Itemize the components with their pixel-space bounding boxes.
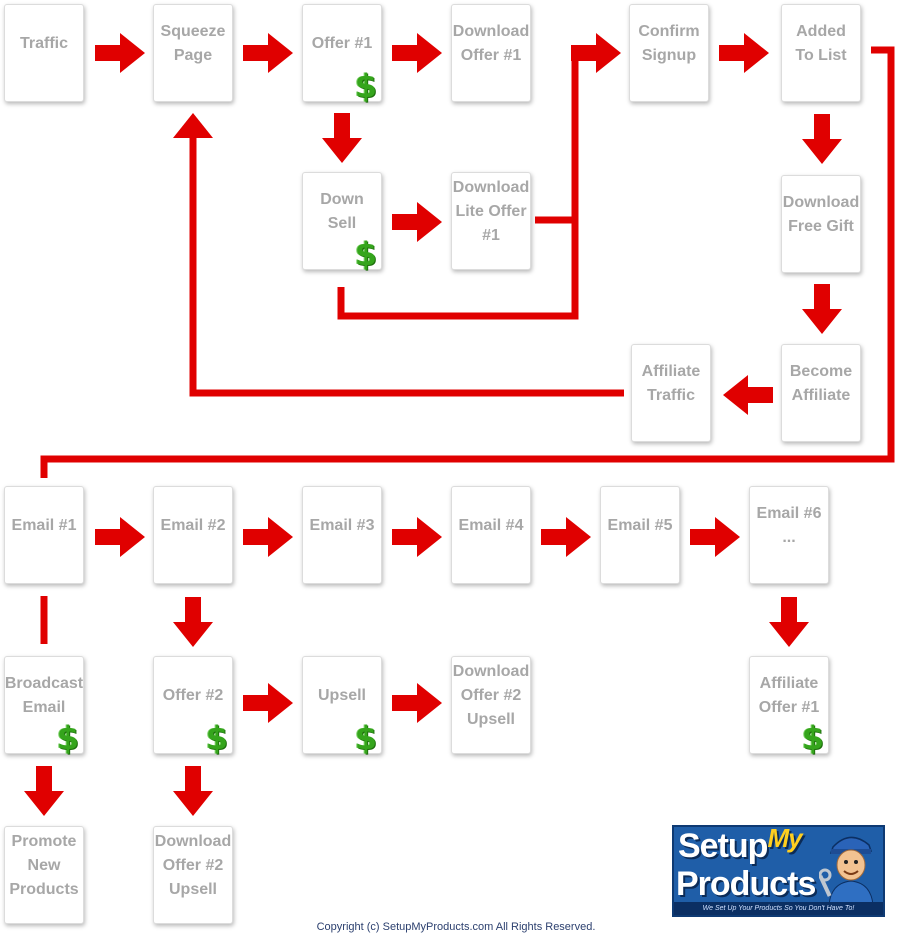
arrow-added-to-gift	[802, 114, 842, 164]
step-box-email-1: Email #1	[4, 486, 84, 584]
logo-text-line1: SetupMy	[678, 825, 803, 865]
step-box-download-offer-2-upsell-a: Download Offer #2 Upsell	[451, 656, 531, 754]
step-box-download-offer-2-upsell-b: Download Offer #2 Upsell	[153, 826, 233, 924]
step-label: Email #5	[607, 517, 673, 534]
arrow-broadcast-to-promote	[24, 766, 64, 816]
arrow-confirm-to-added	[719, 33, 769, 73]
arrow-email-1-to-2	[95, 517, 145, 557]
step-box-download-lite-offer-1: Download Lite Offer #1	[451, 172, 531, 270]
step-label: Email #4	[458, 517, 524, 534]
dollar-sign-icon: $	[354, 235, 377, 273]
copyright-footer: Copyright (c) SetupMyProducts.com All Ri…	[316, 921, 596, 933]
step-label: Affiliate Offer #1	[758, 675, 820, 716]
step-label: Affiliate Traffic	[641, 363, 701, 404]
step-box-traffic: Traffic	[4, 4, 84, 102]
step-label: Email #2	[160, 517, 226, 534]
step-box-promote-new-products: Promote New Products	[4, 826, 84, 924]
step-label: Email #6 ...	[756, 505, 822, 546]
step-label: Added To List	[795, 23, 847, 64]
arrow-email-4-to-5	[541, 517, 591, 557]
arrow-traffic-to-squeeze	[95, 33, 145, 73]
line-affiliate-traffic-to-squeeze	[189, 132, 624, 397]
flow-arrows	[24, 33, 842, 816]
step-box-squeeze-page: Squeeze Page	[153, 4, 233, 102]
step-box-download-free-gift: Download Free Gift	[781, 175, 861, 273]
step-box-down-sell: Down Sell$	[302, 172, 382, 273]
step-label: Down Sell	[320, 191, 364, 232]
dollar-sign-icon: $	[56, 719, 79, 757]
setupmyproducts-logo: SetupMy Products We Set Up Your Products…	[672, 825, 885, 917]
step-box-upsell: Upsell $	[302, 656, 382, 757]
step-box-offer-1: Offer #1 $	[302, 4, 382, 105]
line-added-to-email-row	[40, 46, 895, 478]
step-label: Email #1	[11, 517, 77, 534]
mechanic-mascot-icon	[819, 836, 874, 905]
arrow-offer1-to-download	[392, 33, 442, 73]
step-box-become-affiliate: Become Affiliate	[781, 344, 861, 442]
step-label: Broadcast Email	[4, 675, 84, 716]
step-label: Upsell	[317, 687, 366, 704]
step-label: Promote New Products	[9, 833, 79, 898]
step-label: Email #3	[309, 517, 375, 534]
logo-tagline: We Set Up Your Products So You Don't Hav…	[674, 902, 883, 915]
step-box-email-4: Email #4	[451, 486, 531, 584]
arrow-up-to-squeeze	[173, 113, 213, 138]
dollar-sign-icon: $	[801, 719, 824, 757]
arrow-offer1-to-downsell	[322, 113, 362, 163]
step-box-download-offer-1: Download Offer #1	[451, 4, 531, 102]
line-download-lite-to-confirm	[535, 50, 579, 224]
arrow-upsell-to-download	[392, 683, 442, 723]
step-box-broadcast-email: Broadcast Email$	[4, 656, 84, 757]
dollar-sign-icon: $	[205, 719, 228, 757]
step-label: Download Offer #2 Upsell	[154, 833, 232, 898]
arrow-offer2-to-upsell	[243, 683, 293, 723]
arrow-download-to-confirm	[571, 33, 621, 73]
step-box-email-5: Email #5	[600, 486, 680, 584]
dollar-sign-icon: $	[354, 719, 377, 757]
step-box-email-3: Email #3	[302, 486, 382, 584]
step-box-affiliate-offer-1: Affiliate Offer #1$	[749, 656, 829, 757]
step-label: Become Affiliate	[789, 363, 853, 404]
line-downsell-to-junction	[337, 216, 579, 320]
step-box-email-6: Email #6 ...	[749, 486, 829, 584]
arrow-downsell-to-lite	[392, 202, 442, 242]
arrow-affiliate-to-traffic	[723, 375, 773, 415]
step-label: Download Free Gift	[782, 194, 860, 235]
arrow-email-5-to-6	[690, 517, 740, 557]
step-label: Squeeze Page	[160, 23, 226, 64]
step-label: Download Offer #2 Upsell	[452, 663, 530, 728]
arrow-gift-to-affiliate	[802, 284, 842, 334]
step-label: Traffic	[19, 35, 68, 52]
dollar-sign-icon: $	[354, 67, 377, 105]
step-label: Download Lite Offer #1	[452, 179, 530, 244]
step-box-added-to-list: Added To List	[781, 4, 861, 102]
step-label: Download Offer #1	[452, 23, 530, 64]
connector-lines	[40, 46, 895, 644]
arrow-offer2-to-download-b	[173, 766, 213, 816]
step-box-offer-2: Offer #2 $	[153, 656, 233, 757]
arrow-email6-to-affiliate-offer	[769, 597, 809, 647]
arrow-squeeze-to-offer1	[243, 33, 293, 73]
logo-text-line2: Products	[676, 865, 816, 903]
arrow-email-2-to-3	[243, 517, 293, 557]
arrow-email2-to-offer2	[173, 597, 213, 647]
step-box-confirm-signup: Confirm Signup	[629, 4, 709, 102]
step-label: Confirm Signup	[638, 23, 700, 64]
step-box-email-2: Email #2	[153, 486, 233, 584]
step-box-affiliate-traffic: Affiliate Traffic	[631, 344, 711, 442]
step-label: Offer #1	[311, 35, 373, 52]
step-label: Offer #2	[162, 687, 224, 704]
arrow-email-3-to-4	[392, 517, 442, 557]
